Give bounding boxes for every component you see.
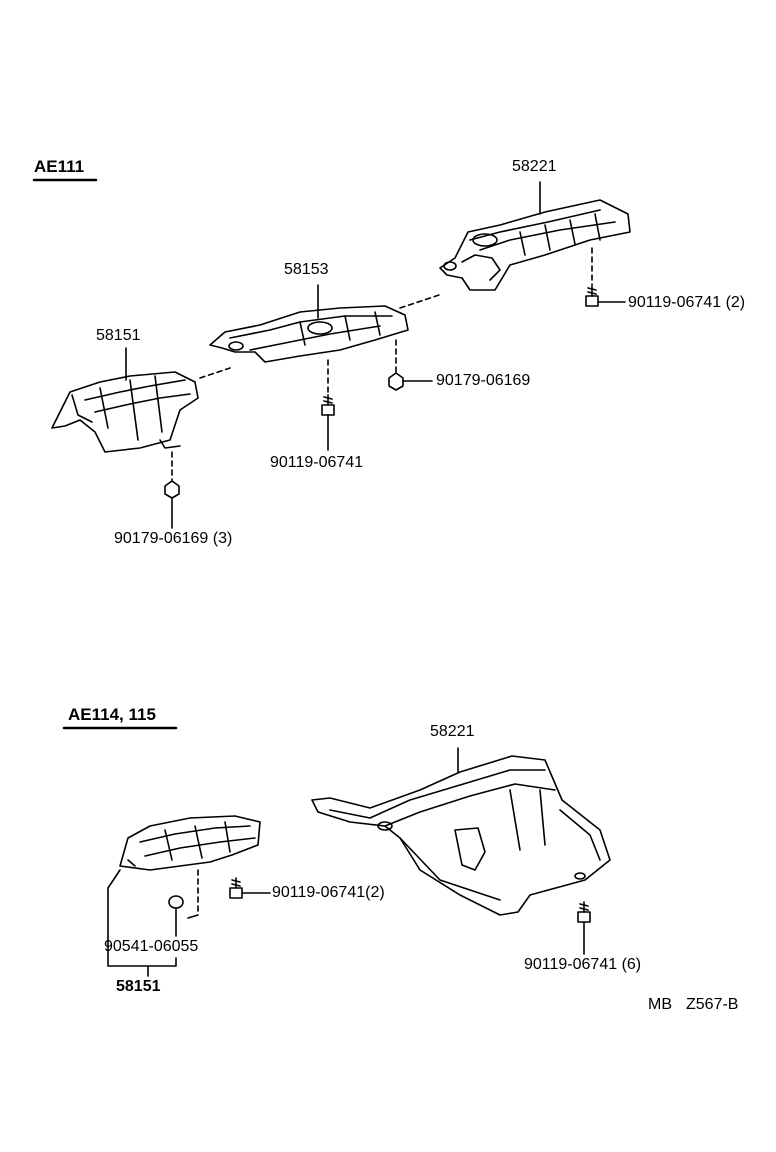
nut-icon	[388, 372, 404, 391]
fastener-label-9054106055: 90541-06055	[104, 938, 199, 955]
nut-icon	[164, 480, 180, 499]
drawing-code-prefix: MB	[648, 996, 672, 1013]
part-label-58221-bottom: 58221	[430, 723, 475, 740]
fastener-label-9017906169-3: 90179-06169 (3)	[114, 530, 233, 547]
part-label-58151-top: 58151	[96, 327, 141, 344]
drawing-code: Z567-B	[686, 996, 739, 1013]
part-label-58151-bottom: 58151	[116, 978, 161, 995]
bolt-icon	[577, 901, 591, 923]
dash-58153-58221	[399, 293, 443, 309]
fastener-label-9011906741-2-bottom: 90119-06741(2)	[272, 884, 385, 901]
heat-shield-58221-bottom	[311, 755, 611, 916]
dash-clip-end	[187, 914, 199, 919]
fastener-label-9011906741-top: 90119-06741	[270, 454, 364, 471]
bracket-58151	[107, 869, 177, 977]
section-title-ae114-115: AE114, 115	[68, 705, 156, 724]
part-label-58153: 58153	[284, 261, 329, 278]
heat-shield-58151-top	[51, 371, 199, 453]
fastener-label-9011906741-2-top: 90119-06741 (2)	[628, 294, 746, 311]
bolt-icon	[321, 394, 335, 416]
part-label-58221-top: 58221	[512, 158, 557, 175]
bolt-icon	[585, 285, 599, 307]
heat-shield-58153	[209, 305, 409, 363]
fastener-label-9011906741-6: 90119-06741 (6)	[524, 956, 642, 973]
dash-58151-58153	[199, 367, 231, 379]
bolt-icon	[229, 877, 243, 899]
heat-shield-58221-top	[439, 199, 631, 291]
fastener-label-9017906169: 90179-06169	[436, 372, 531, 389]
section-title-ae111: AE111	[34, 157, 85, 176]
clip-icon	[168, 895, 184, 915]
heat-shield-58151-bottom	[119, 815, 261, 871]
